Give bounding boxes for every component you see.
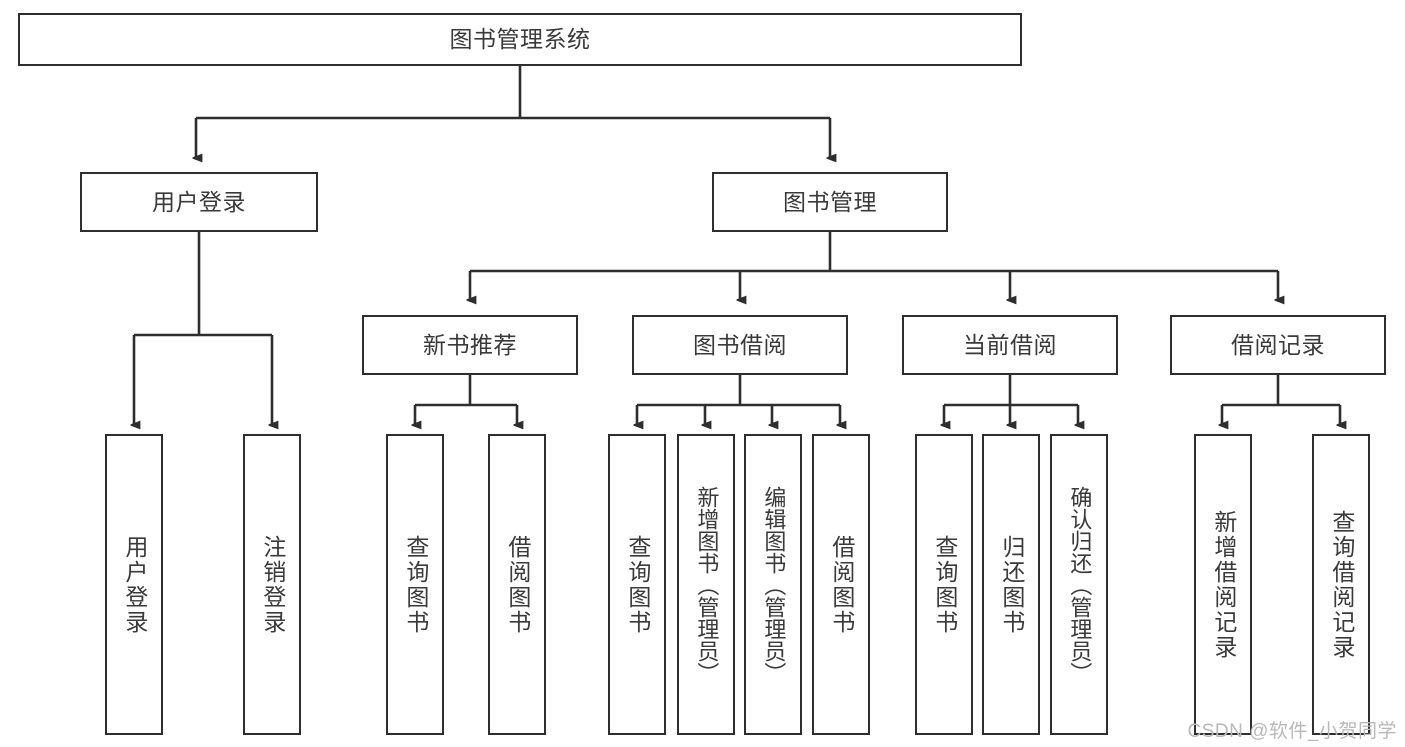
node-book-borrow[interactable]: 图书借阅 bbox=[632, 315, 848, 375]
node-label: 查询借阅记录 bbox=[1328, 509, 1355, 660]
node-label: 查询图书 bbox=[624, 534, 651, 635]
leaf-borrow-book-recommend[interactable]: 借阅图书 bbox=[488, 434, 546, 735]
leaf-confirm-return-admin[interactable]: 确认归还（管理员） bbox=[1050, 434, 1108, 735]
leaf-add-borrow-record[interactable]: 新增借阅记录 bbox=[1194, 434, 1252, 735]
watermark: CSDN @软件_小贺同学 bbox=[1187, 721, 1397, 742]
node-label: 查询图书 bbox=[402, 534, 429, 635]
node-label: 新书推荐 bbox=[423, 331, 517, 358]
node-label: 图书管理 bbox=[783, 188, 877, 215]
node-book-management[interactable]: 图书管理 bbox=[712, 172, 948, 232]
node-label: 新增借阅记录 bbox=[1210, 509, 1237, 660]
node-label: 归还图书 bbox=[998, 534, 1025, 635]
node-label: 用户登录 bbox=[121, 534, 148, 635]
node-label: 注销登录 bbox=[259, 534, 286, 635]
node-label: 借阅图书 bbox=[828, 534, 855, 635]
node-label: 确认归还（管理员） bbox=[1067, 485, 1093, 684]
node-label: 新增图书（管理员） bbox=[694, 485, 720, 684]
leaf-edit-book-admin[interactable]: 编辑图书（管理员） bbox=[744, 434, 802, 735]
leaf-query-book-current[interactable]: 查询图书 bbox=[915, 434, 973, 735]
leaf-query-book-borrow[interactable]: 查询图书 bbox=[608, 434, 666, 735]
leaf-query-borrow-record[interactable]: 查询借阅记录 bbox=[1312, 434, 1370, 735]
leaf-logout[interactable]: 注销登录 bbox=[243, 434, 301, 735]
node-root-system[interactable]: 图书管理系统 bbox=[18, 13, 1022, 66]
node-label: 图书管理系统 bbox=[449, 26, 591, 53]
leaf-user-login[interactable]: 用户登录 bbox=[105, 434, 163, 735]
node-current-borrow[interactable]: 当前借阅 bbox=[902, 315, 1118, 375]
node-label: 借阅图书 bbox=[504, 534, 531, 635]
leaf-query-book-recommend[interactable]: 查询图书 bbox=[386, 434, 444, 735]
node-label: 查询图书 bbox=[931, 534, 958, 635]
leaf-add-book-admin[interactable]: 新增图书（管理员） bbox=[677, 434, 735, 735]
node-label: 借阅记录 bbox=[1231, 331, 1325, 358]
node-user-login[interactable]: 用户登录 bbox=[80, 172, 318, 232]
node-label: 图书借阅 bbox=[693, 331, 787, 358]
node-label: 编辑图书（管理员） bbox=[761, 485, 787, 684]
leaf-return-book[interactable]: 归还图书 bbox=[982, 434, 1040, 735]
node-new-book-recommend[interactable]: 新书推荐 bbox=[362, 315, 578, 375]
node-label: 当前借阅 bbox=[963, 331, 1057, 358]
node-label: 用户登录 bbox=[152, 188, 246, 215]
node-borrow-record[interactable]: 借阅记录 bbox=[1170, 315, 1386, 375]
leaf-borrow-book[interactable]: 借阅图书 bbox=[812, 434, 870, 735]
